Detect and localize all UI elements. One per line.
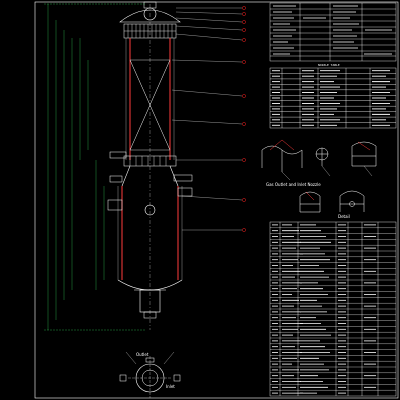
- dimension-lines: [44, 3, 146, 331]
- small-details: [299, 190, 365, 213]
- bottom-view-label: Outlet: [136, 352, 149, 357]
- nozzle-table: NOZZLE TABLE: [269, 63, 397, 129]
- design-data-table: [269, 2, 397, 62]
- bottom-view-label-2: Inlet: [166, 384, 175, 389]
- vessel-elevation: [107, 1, 193, 330]
- section-caption: Gas Outlet and Inlet Nozzle: [266, 182, 321, 187]
- section-detail-views: [261, 139, 377, 181]
- nozzle-table-title: NOZZLE TABLE: [318, 63, 340, 67]
- bottom-plan-view: Outlet Inlet: [119, 351, 181, 398]
- part-balloons: [242, 6, 246, 232]
- drawing-border: [34, 1, 399, 399]
- detail-caption: Detail: [338, 214, 350, 219]
- parts-list: [269, 221, 397, 397]
- design-table-text: [273, 5, 392, 55]
- leader-lines: [171, 7, 243, 231]
